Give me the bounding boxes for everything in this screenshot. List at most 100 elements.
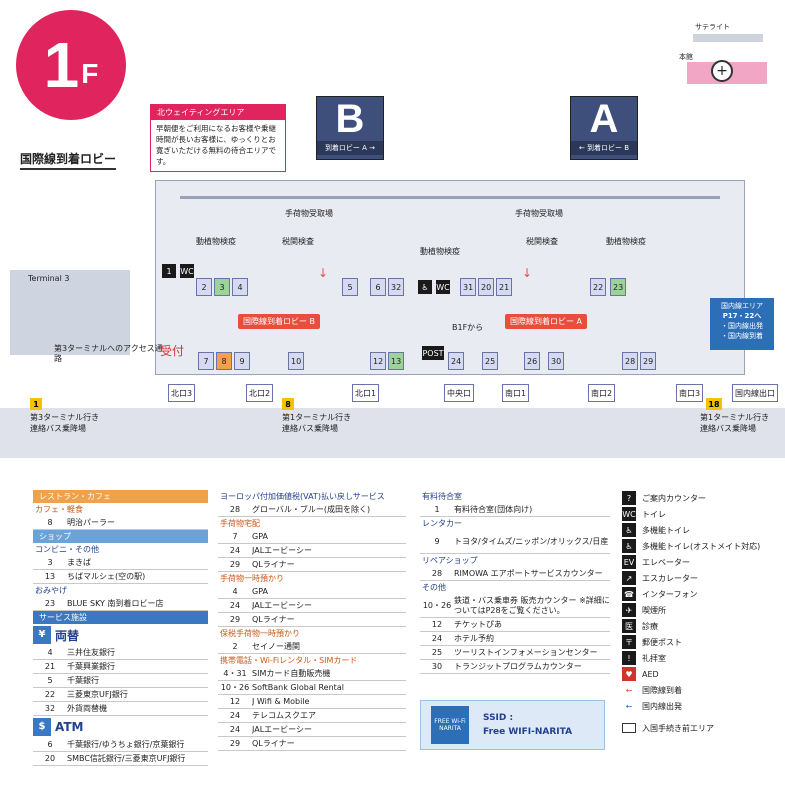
handwritten-note: 受付	[160, 344, 185, 358]
exchange-header: ¥両替	[33, 624, 208, 646]
waiting-area-title: 北ウェイティングエリア	[151, 105, 285, 120]
legend-icon-row: ←国際線到着	[622, 682, 782, 698]
shop-box-3: 3	[214, 278, 230, 296]
shop-box-24: 24	[448, 352, 465, 370]
shops-header: ショップ	[33, 530, 208, 543]
bonded-storage-header: 保税手荷物一時預かり	[220, 629, 300, 638]
shop-box-31: 31	[460, 278, 477, 296]
domestic-line4: ・国内線到着	[721, 332, 763, 340]
boundary-swatch	[622, 723, 636, 733]
satellite-label: サテライト	[695, 23, 730, 31]
conv-subheader: コンビニ・その他	[35, 545, 99, 554]
baggage-belt-row	[180, 196, 720, 216]
terminal3-photo: Terminal 3	[10, 270, 130, 355]
intl-arrival-arrow-icon: ←	[622, 683, 636, 697]
satellite-inset: サテライト 本館 +	[665, 20, 775, 100]
toilet-icon: WC	[622, 507, 636, 521]
exit-north-2: 北口2	[246, 384, 274, 402]
you-are-here-icon: +	[711, 60, 733, 82]
exit-south-2: 南口2	[588, 384, 616, 402]
t3-access-label: 第3ターミナルへのアクセス通路	[54, 344, 163, 363]
shop-box-4: 4	[232, 278, 248, 296]
animal-quarantine-right: 動植物検疫	[606, 237, 646, 246]
bus-stop-8-desc: 第1ターミナル行き 連絡バス乗降場	[282, 412, 351, 434]
legend-icon-row: ♿多機能トイレ	[622, 522, 782, 538]
exit-south-1: 南口1	[502, 384, 530, 402]
terminal-floor	[155, 180, 745, 375]
bus-stop-8-line2: 連絡バス乗降場	[282, 424, 338, 433]
shop-box-8: 8	[216, 352, 232, 370]
legend-icon-row: 医診療	[622, 618, 782, 634]
gate-a-letter: A	[589, 97, 619, 141]
legend-icon-row: !礼拝室	[622, 650, 782, 666]
arrival-arrow-left: ↓	[318, 266, 329, 280]
terminal3-sign: Terminal 3	[28, 274, 70, 283]
exit-south-3: 南口3	[676, 384, 704, 402]
ostomate-toilet-icon: ♿	[622, 539, 636, 553]
intercom-icon: ☎	[622, 587, 636, 601]
bus-stop-18-line2: 連絡バス乗降場	[700, 424, 756, 433]
shop-box-13: 13	[388, 352, 405, 370]
atm-header: $ATM	[33, 716, 208, 738]
customs-left: 税関検査	[282, 237, 314, 246]
shop-box-30: 30	[548, 352, 565, 370]
animal-quarantine-mid: 動植物検疫	[420, 247, 460, 256]
shop-box-21: 21	[496, 278, 513, 296]
shop-box-2: 2	[196, 278, 212, 296]
legend-icon-row: ?ご案内カウンター	[622, 490, 782, 506]
arrival-arrow-right: ↓	[522, 266, 533, 280]
shop-box-29: 29	[640, 352, 657, 370]
shop-box-5: 5	[342, 278, 358, 296]
legend-icon-row: ♥AED	[622, 666, 782, 682]
domestic-area-sign: 国内線エリア P17・22へ ・国内線出発 ・国内線到着	[710, 298, 774, 350]
exit-north-1: 北口1	[352, 384, 380, 402]
b1f-from-label: B1Fから	[452, 323, 484, 332]
wifi-banner: FREE Wi-Fi NARITA SSID : Free WIFI-NARIT…	[420, 700, 605, 750]
legend-icon-row: ☎インターフォン	[622, 586, 782, 602]
repair-header: リペアショップ	[422, 556, 478, 565]
floor-badge: 1 F	[16, 10, 126, 120]
domestic-line3: ・国内線出発	[721, 322, 763, 330]
bus-stop-1: 1	[30, 398, 42, 410]
exit-central: 中央口	[444, 384, 474, 402]
wifi-logo: FREE Wi-Fi NARITA	[431, 706, 469, 744]
gate-b-sub: 到着ロビー A →	[317, 141, 383, 155]
vat-header: ヨーロッパ付加価値税(VAT)払い戻しサービス	[220, 492, 385, 501]
bus-stop-18: 18	[706, 398, 722, 410]
toilet-icon: WC	[180, 264, 194, 278]
shop-box-23: 23	[610, 278, 627, 296]
exchange-icon: ¥	[33, 626, 51, 644]
customs-right: 税関検査	[526, 237, 558, 246]
rental-header: レンタカー	[422, 519, 462, 528]
elevator-icon: 1	[162, 264, 176, 278]
accessible-toilet-icon: ♿	[418, 280, 432, 294]
storage-header: 手荷物一時預かり	[220, 574, 284, 583]
baggage-claim-right: 手荷物受取場	[515, 208, 563, 219]
souvenir-subheader: おみやげ	[35, 586, 67, 595]
